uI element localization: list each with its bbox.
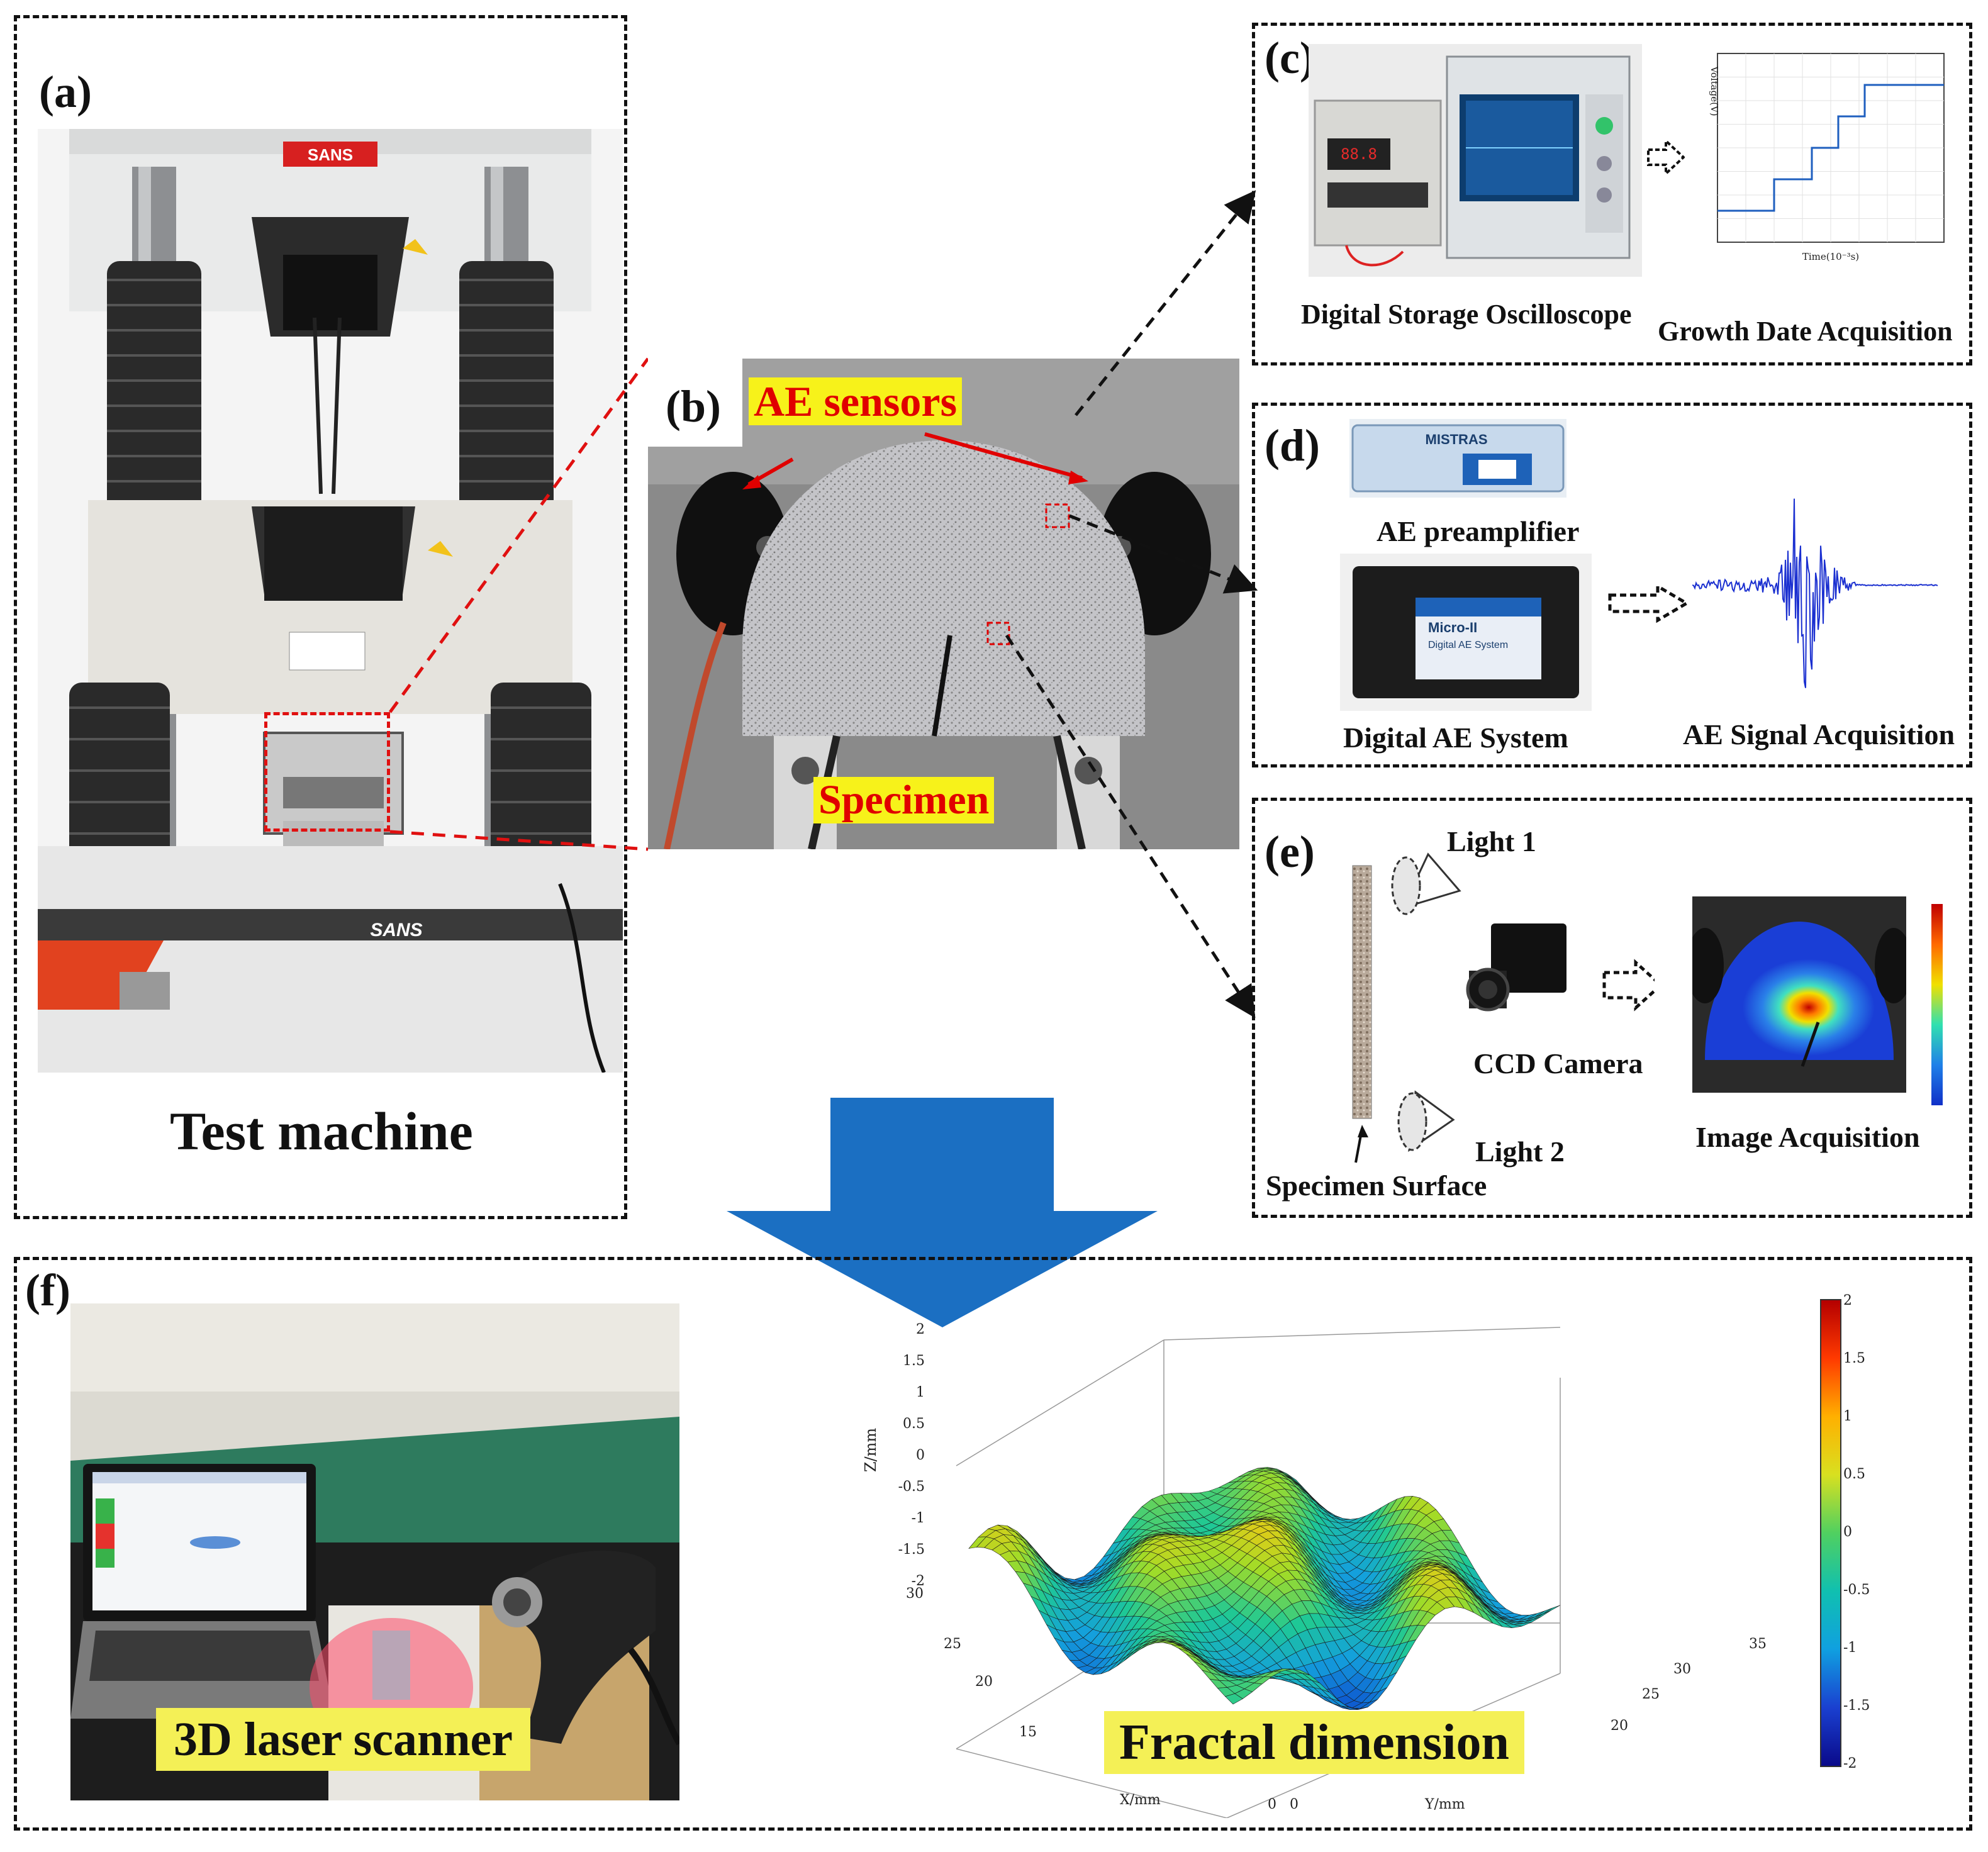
- surface-zlabel: Z/mm: [862, 1428, 880, 1473]
- surface-colorbar-ticks: 2 1.5 1 0.5 0 -0.5 -1 -1.5 -2: [1843, 1293, 1881, 1771]
- ae-system-caption: Digital AE System: [1343, 722, 1568, 754]
- ae-waveform: [1692, 478, 1950, 705]
- ae-system-sub: Digital AE System: [1428, 640, 1508, 650]
- svg-text:88.8: 88.8: [1341, 145, 1377, 163]
- dic-setup: [1352, 852, 1655, 1163]
- panel-d-label: (d): [1265, 420, 1320, 471]
- preamplifier-photo: MISTRAS: [1349, 419, 1566, 498]
- surface-y-tick: 30: [1673, 1661, 1691, 1677]
- flow-arrow-d: [1607, 583, 1690, 623]
- image-acquisition-caption: Image Acquisition: [1695, 1121, 1920, 1153]
- sans-top-logo: SANS: [308, 145, 353, 164]
- surface-z-tick: -2: [912, 1573, 925, 1589]
- preamp-brand-text: MISTRAS: [1426, 432, 1488, 447]
- surface-x-tick: 20: [975, 1674, 993, 1690]
- panel-e-label: (e): [1265, 827, 1315, 877]
- surface-z-tick: 2: [916, 1322, 925, 1337]
- surface-ylabel: Y/mm: [1424, 1797, 1465, 1812]
- test-machine-caption: Test machine: [170, 1101, 473, 1161]
- specimen-label: Specimen: [813, 777, 995, 823]
- surface-y-tick: 35: [1749, 1636, 1767, 1652]
- surface-colorbar-tick: -2: [1843, 1756, 1857, 1771]
- flow-arrow-c: [1647, 138, 1685, 177]
- dic-strain-image: [1692, 896, 1906, 1093]
- panel-a-label: (a): [39, 67, 92, 117]
- surface-x-tick: 0: [1268, 1797, 1276, 1812]
- surface-z-tick: 1.5: [903, 1353, 925, 1369]
- fixture-highlight-box: [264, 712, 390, 832]
- light-2-label: Light 2: [1475, 1135, 1565, 1168]
- light-1-label: Light 1: [1447, 825, 1536, 857]
- surface-colorbar-tick: -0.5: [1843, 1582, 1870, 1598]
- surface-cell: [1225, 1693, 1243, 1705]
- surface-axis-line: [956, 1748, 1227, 1819]
- surface-colorbar: [1820, 1299, 1841, 1767]
- surface-z-tick: 1: [916, 1385, 925, 1400]
- surface-colorbar-tick: 0.5: [1843, 1466, 1865, 1482]
- surface-colorbar-tick: 2: [1843, 1293, 1852, 1308]
- flow-down-arrow: [727, 1098, 1158, 1327]
- step-chart: Time(10⁻³s) Voltage(V): [1692, 44, 1957, 283]
- surface-colorbar-tick: 1: [1843, 1409, 1852, 1424]
- oscilloscope-photo: 88.8: [1309, 44, 1642, 277]
- dic-colorbar: [1931, 904, 1943, 1105]
- panel-f: [14, 1257, 1972, 1831]
- ae-system-photo: Micro-II Digital AE System: [1340, 554, 1592, 711]
- step-chart-series-line: [1717, 84, 1944, 212]
- surface-colorbar-tick: 1.5: [1843, 1351, 1865, 1366]
- surface-x-tick: 25: [944, 1636, 961, 1652]
- panel-e: [1252, 798, 1972, 1218]
- surface-axis-line: [1163, 1327, 1561, 1341]
- surface-colorbar-tick: 0: [1843, 1524, 1852, 1540]
- surface-colorbar-tick: -1: [1843, 1640, 1857, 1656]
- surface-z-tick: 0: [916, 1448, 925, 1463]
- surface-y-tick: 25: [1642, 1687, 1660, 1702]
- surface-mesh: [968, 1466, 1561, 1710]
- ae-waveform-trace: [1692, 498, 1938, 688]
- scanner-caption: 3D laser scanner: [156, 1708, 530, 1771]
- panel-a: [14, 15, 627, 1219]
- step-chart-xlabel: Time(10⁻³s): [1802, 251, 1859, 262]
- test-machine-photo: SANS: [38, 129, 623, 1073]
- surface-colorbar-tick: -1.5: [1843, 1698, 1870, 1714]
- surface-z-tick: -1.5: [898, 1542, 925, 1558]
- surface-x-tick: 30: [906, 1586, 924, 1602]
- panel-c: [1252, 23, 1972, 365]
- surface-y-tick: 0: [1290, 1797, 1298, 1812]
- panel-c-label: (c): [1265, 33, 1315, 83]
- surface-xlabel: X/mm: [1120, 1792, 1161, 1808]
- surface-z-tick: -1: [912, 1510, 925, 1526]
- ae-system-brand: Micro-II: [1428, 620, 1477, 635]
- panel-d: [1252, 403, 1972, 767]
- fractal-caption: Fractal dimension: [1104, 1711, 1524, 1774]
- oscilloscope-caption: Digital Storage Oscilloscope: [1301, 299, 1632, 330]
- panel-f-label: (f): [25, 1265, 70, 1315]
- ae-signal-caption: AE Signal Acquisition: [1683, 718, 1955, 750]
- growth-chart-caption: Growth Date Acquisition: [1658, 316, 1953, 347]
- specimen-surface-label: Specimen Surface: [1266, 1169, 1487, 1202]
- panel-b-label: (b): [666, 381, 721, 432]
- preamplifier-caption: AE preamplifier: [1377, 515, 1580, 547]
- surface-cell: [1534, 1607, 1553, 1617]
- surface-z-tick: -0.5: [898, 1479, 925, 1495]
- ae-sensors-label: AE sensors: [749, 377, 963, 425]
- surface-y-tick: 20: [1611, 1718, 1628, 1734]
- surface-x-tick: 15: [1019, 1724, 1037, 1740]
- sans-base-logo: SANS: [370, 920, 422, 940]
- surface-z-tick: 0.5: [903, 1416, 925, 1432]
- step-chart-ylabel: Voltage(V): [1709, 65, 1720, 116]
- ccd-camera-label: CCD Camera: [1473, 1047, 1643, 1079]
- specimen-photo: [648, 359, 1239, 849]
- surface-axis-line: [956, 1339, 1164, 1466]
